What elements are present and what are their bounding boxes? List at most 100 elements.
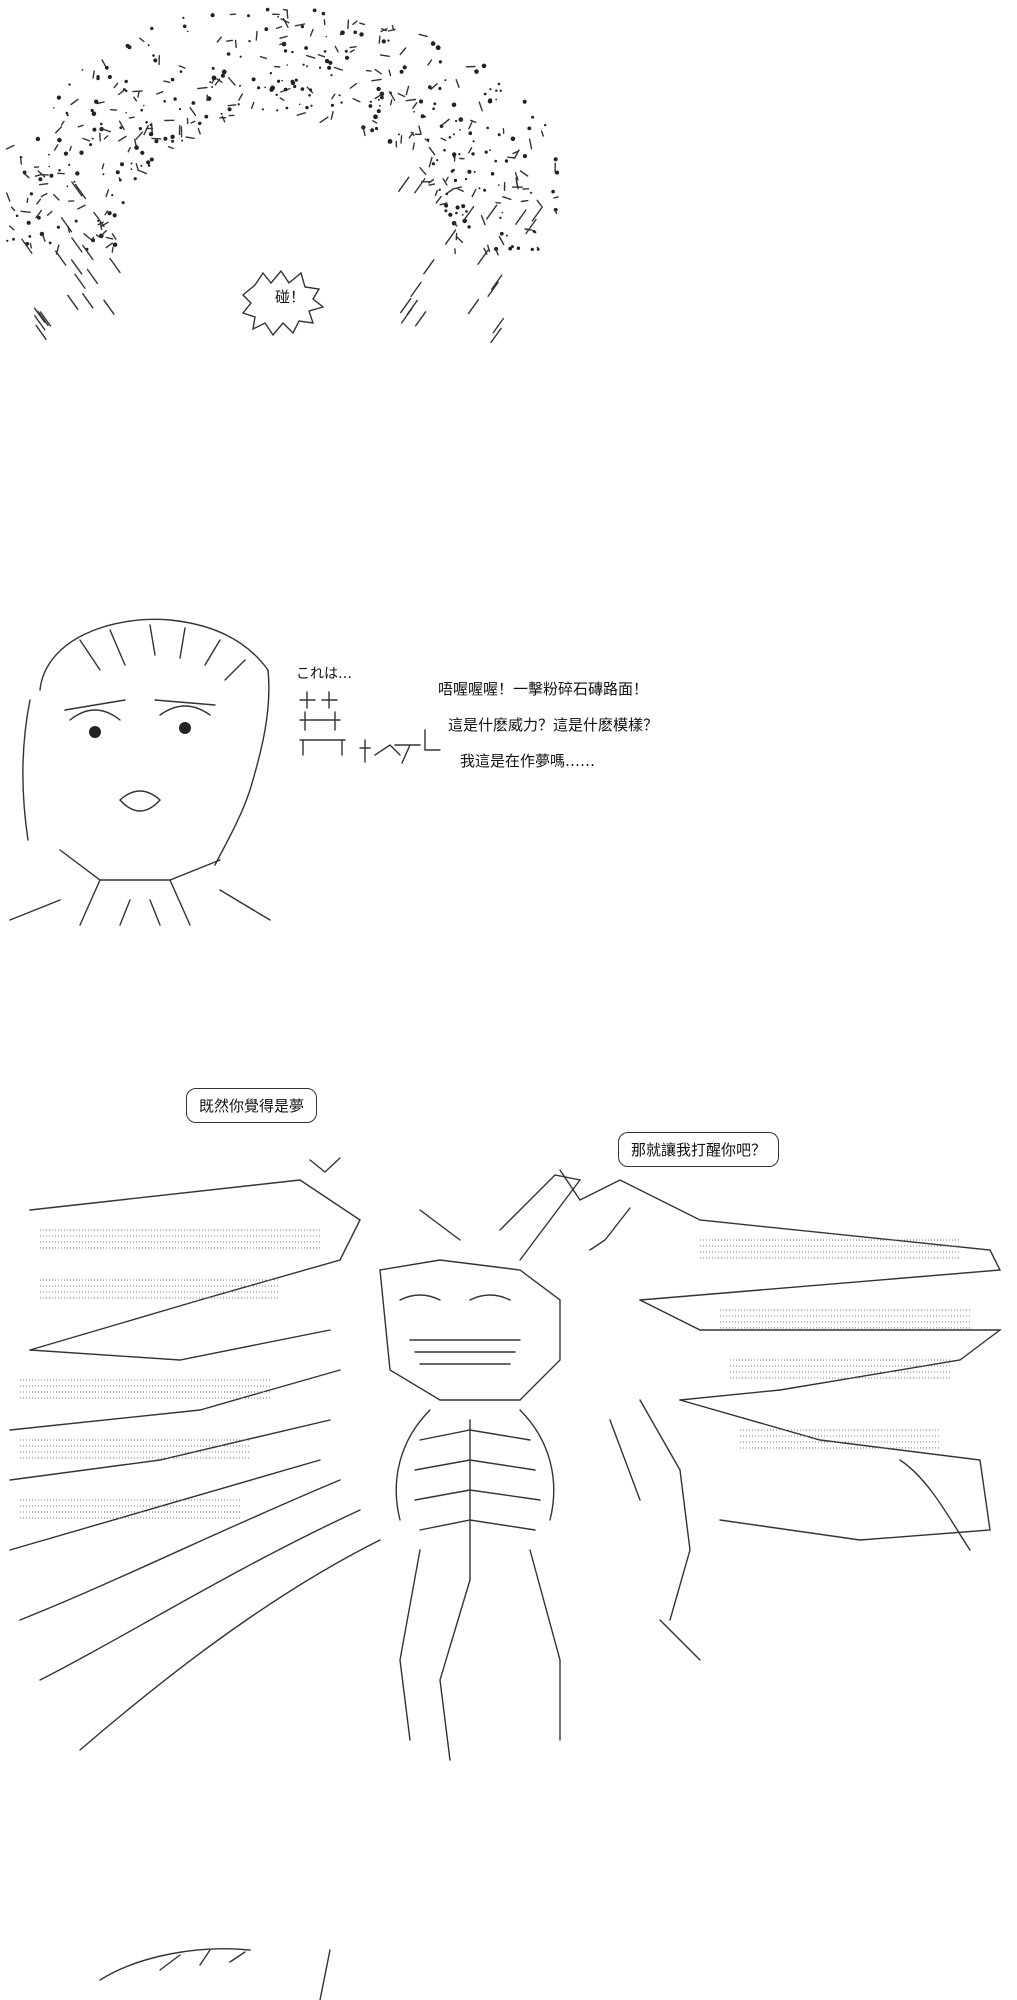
debris-stroke — [83, 232, 93, 241]
debris-dot — [112, 242, 118, 248]
debris-stroke — [428, 146, 436, 156]
debris-dot — [269, 87, 274, 92]
debris-stroke — [487, 244, 491, 253]
debris-dot — [38, 177, 43, 182]
debris-dot — [489, 149, 491, 152]
debris-dot — [239, 84, 241, 87]
debris-stroke — [469, 119, 477, 124]
debris-stroke — [478, 101, 483, 112]
debris-stroke — [468, 147, 473, 154]
debris-dot — [277, 79, 281, 83]
debris-dot — [443, 148, 446, 152]
debris-stroke — [259, 56, 268, 60]
debris-dot — [148, 131, 154, 137]
debris-stroke — [455, 78, 460, 88]
debris-streak — [70, 259, 83, 275]
debris-dot — [458, 117, 464, 122]
debris-streak — [55, 250, 67, 266]
debris-stroke — [96, 101, 105, 105]
debris-dot — [488, 98, 493, 102]
debris-stroke — [430, 83, 438, 91]
debris-dot — [247, 14, 250, 18]
debris-stroke — [5, 192, 11, 202]
debris-dot — [91, 137, 94, 140]
debris-dot — [94, 99, 99, 104]
debris-stroke — [55, 126, 63, 134]
debris-dot — [66, 114, 69, 117]
debris-dot — [107, 75, 112, 79]
debris-dot — [286, 64, 289, 66]
debris-dot — [277, 15, 279, 18]
debris-stroke — [197, 86, 208, 90]
debris-stroke — [95, 234, 101, 239]
debris-dot — [92, 236, 95, 239]
debris-stroke — [190, 120, 196, 124]
debris-dot — [39, 231, 45, 237]
debris-dot — [163, 136, 168, 141]
debris-dot — [22, 170, 27, 175]
debris-stroke — [440, 137, 447, 142]
debris-dot — [120, 162, 124, 167]
debris-streak — [492, 317, 505, 334]
debris-dot — [431, 162, 435, 166]
debris-stroke — [380, 54, 390, 57]
debris-dot — [153, 58, 158, 63]
debris-stroke — [349, 82, 358, 89]
debris-stroke — [352, 20, 358, 26]
debris-dot — [96, 76, 100, 81]
debris-stroke — [118, 120, 125, 131]
debris-dot — [211, 75, 217, 81]
debris-dot — [534, 231, 537, 234]
whisper-text: これは… — [296, 666, 352, 682]
debris-streak — [462, 205, 475, 222]
debris-dot — [423, 115, 426, 118]
debris-dot — [555, 170, 560, 175]
debris-dot — [294, 78, 298, 82]
debris-dot — [163, 100, 166, 103]
debris-dot — [501, 211, 504, 214]
debris-stroke — [36, 198, 42, 205]
debris-stroke — [439, 202, 448, 206]
debris-dot — [306, 65, 308, 68]
debris-stroke — [216, 36, 223, 43]
debris-streak — [410, 281, 422, 298]
debris-dot — [444, 209, 448, 213]
debris-dot — [227, 107, 232, 112]
debris-dot — [458, 153, 461, 156]
debris-dot — [198, 121, 202, 126]
debris-dot — [506, 234, 508, 237]
debris-stroke — [185, 136, 195, 140]
debris-dot — [369, 100, 372, 103]
debris-dot — [15, 214, 19, 218]
debris-dot — [12, 237, 15, 241]
debris-streak — [515, 209, 527, 225]
debris-dot — [209, 81, 212, 84]
debris-dot — [6, 239, 9, 242]
debris-stroke — [238, 93, 244, 101]
debris-dot — [226, 52, 231, 56]
debris-dot — [536, 248, 540, 251]
debris-stroke — [138, 169, 148, 175]
debris-stroke — [34, 173, 43, 177]
debris-streak — [109, 257, 121, 274]
debris-streak — [35, 324, 47, 341]
debris-stroke — [442, 178, 448, 186]
debris-dot — [147, 164, 151, 167]
debris-dot — [448, 136, 452, 139]
debris-dot — [413, 110, 415, 113]
debris-stroke — [133, 138, 137, 146]
debris-dot — [438, 188, 441, 191]
debris-stroke — [279, 97, 285, 102]
debris-stroke — [457, 188, 464, 192]
panel-explosion: 碰！ — [0, 0, 1017, 350]
debris-dot — [179, 70, 183, 73]
debris-dot — [275, 93, 278, 97]
burst-outline — [241, 269, 325, 337]
debris-stroke — [178, 65, 186, 69]
debris-stroke — [427, 59, 433, 66]
debris-dot — [387, 139, 393, 144]
debris-dot — [340, 30, 345, 35]
debris-dot — [453, 178, 458, 183]
debris-dot — [124, 79, 128, 84]
debris-dot — [182, 16, 185, 19]
